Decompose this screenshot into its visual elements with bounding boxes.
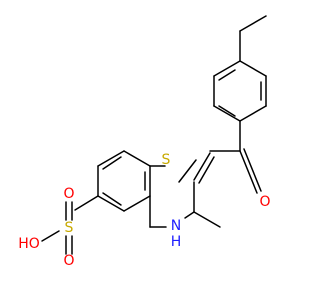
hydroxyl-label: HO (18, 236, 40, 252)
ethyl-group (239, 15, 267, 62)
carbonyl-oxygen-label: O (259, 194, 270, 210)
sulfonic-acid-group (41, 195, 99, 255)
sulfonyl-oxygen-top-label: O (63, 186, 74, 202)
phenyl-ring (213, 60, 267, 122)
thiazine-ring (149, 152, 221, 228)
nitrogen-label: N (171, 218, 181, 234)
sulfonyl-sulfur-label: S (65, 220, 74, 236)
molecule-structure: S O N H S O O HO (18, 15, 271, 269)
sulfonyl-oxygen-bottom-label: O (63, 253, 74, 269)
nh-hydrogen-label: H (171, 234, 182, 250)
benzo-ring (97, 150, 151, 228)
molecule-diagram: S O N H S O O HO (18, 15, 271, 269)
sulfur-ring-label: S (162, 152, 171, 168)
carbonyl-group (209, 120, 262, 194)
